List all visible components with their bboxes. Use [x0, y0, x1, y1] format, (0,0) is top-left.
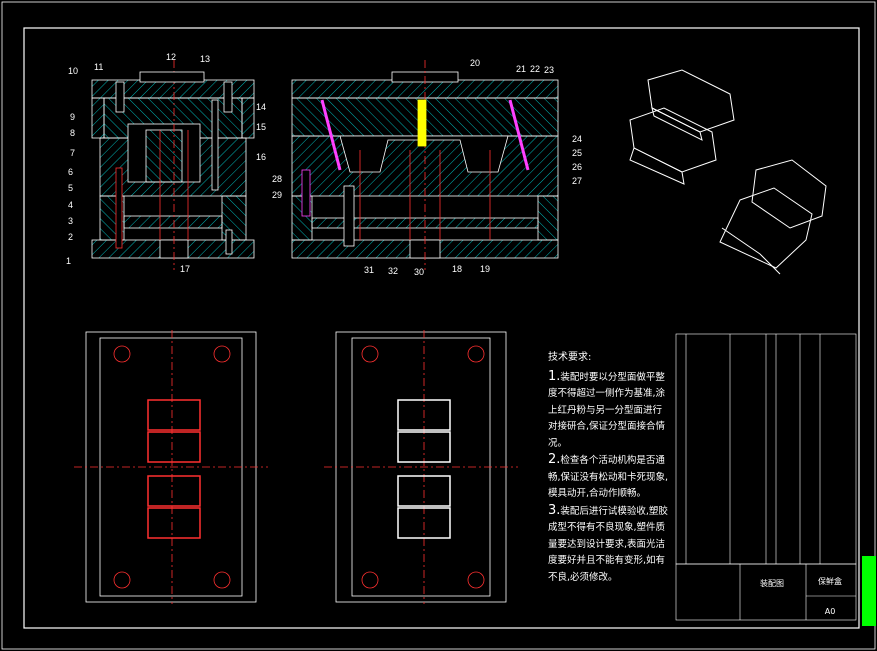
plan-view-left — [74, 330, 268, 604]
layer-legend-strip — [862, 556, 876, 626]
part-label: 12 — [166, 52, 176, 62]
item-text: 装配后进行试模验收,塑胶成型不得有不良现象,塑件质量要达到设计要求,表面光洁度要… — [548, 505, 668, 583]
product-name: 保鲜盒 — [818, 576, 842, 586]
left-section-view — [91, 60, 255, 270]
part-label: 32 — [388, 266, 398, 276]
part-label: 30 — [414, 267, 424, 277]
part-label: 10 — [68, 66, 78, 76]
part-label: 2 — [68, 232, 73, 242]
part-label: 5 — [68, 183, 73, 193]
part-label: 15 — [256, 122, 266, 132]
part-label: 16 — [256, 152, 266, 162]
part-label: 7 — [70, 148, 75, 158]
part-label: 11 — [94, 62, 103, 72]
part-label: 20 — [470, 58, 480, 68]
right-section-view — [291, 60, 559, 270]
item-text: 检查各个活动机构是否通畅,保证没有松动和卡死现象,模具动开,合动作顺畅。 — [548, 455, 669, 499]
part-label: 22 — [530, 64, 540, 74]
plan-view-right — [324, 330, 518, 604]
bom-table — [675, 333, 857, 565]
part-label: 8 — [70, 128, 75, 138]
tech-requirement-item: 3.装配后进行试模验收,塑胶成型不得有不良现象,塑件质量要达到设计要求,表面光洁… — [548, 503, 670, 587]
part-label: 19 — [480, 264, 490, 274]
part-number-labels: 1 2 3 4 5 6 7 8 9 10 11 12 13 14 15 16 1… — [66, 52, 582, 277]
tech-requirement-item: 1.装配时要以分型面做平整度不得超过一侧作为基准,涂上红丹粉与另一分型面进行对接… — [548, 369, 670, 453]
part-label: 14 — [256, 102, 266, 112]
product-iso-view — [629, 69, 827, 275]
part-label: 21 — [516, 64, 526, 74]
part-label: 6 — [68, 167, 73, 177]
drawing-name: 装配图 — [760, 578, 784, 588]
part-label: 13 — [200, 54, 210, 64]
part-label: 29 — [272, 190, 282, 200]
part-label: 17 — [180, 264, 190, 274]
part-label: 28 — [272, 174, 282, 184]
part-label: 26 — [572, 162, 582, 172]
inner-frame — [23, 27, 860, 629]
part-label: 4 — [68, 200, 73, 210]
item-number: 2. — [548, 452, 561, 467]
part-label: 23 — [544, 65, 554, 75]
part-label: 27 — [572, 176, 582, 186]
part-label: 3 — [68, 216, 73, 226]
part-label: 25 — [572, 148, 582, 158]
part-label: 24 — [572, 134, 582, 144]
part-label: 18 — [452, 264, 462, 274]
part-label: 1 — [66, 256, 71, 266]
part-label: 9 — [70, 112, 75, 122]
item-text: 装配时要以分型面做平整度不得超过一侧作为基准,涂上红丹粉与另一分型面进行对接研合… — [548, 371, 666, 449]
item-number: 3. — [548, 502, 561, 518]
sheet-size: A0 — [825, 607, 836, 616]
part-label: 31 — [364, 265, 374, 275]
title-block: 装配图 保鲜盒 A0 — [675, 563, 857, 621]
tech-requirements: 技术要求: 1.装配时要以分型面做平整度不得超过一侧作为基准,涂上红丹粉与另一分… — [548, 350, 670, 586]
tech-requirement-item: 2.检查各个活动机构是否通畅,保证没有松动和卡死现象,模具动开,合动作顺畅。 — [548, 452, 670, 503]
item-number: 1. — [548, 368, 561, 384]
tech-requirements-title: 技术要求: — [548, 352, 592, 363]
